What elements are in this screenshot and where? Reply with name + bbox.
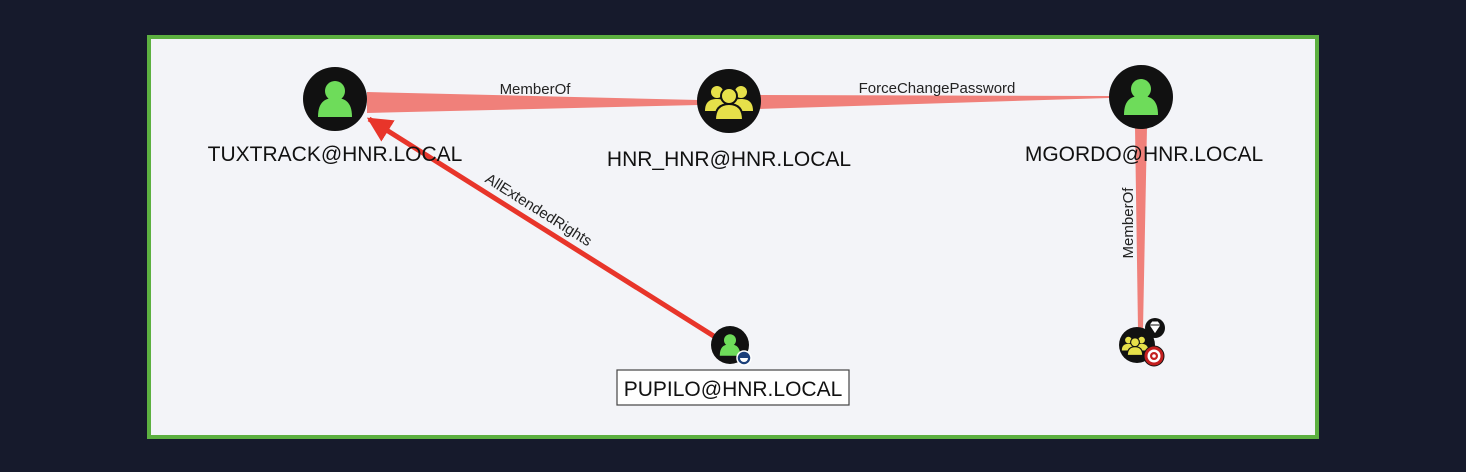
- edge-label-allextendedrights: AllExtendedRights: [482, 170, 595, 250]
- target-icon: [1143, 345, 1165, 367]
- node-tuxtrack[interactable]: TUXTRACK@HNR.LOCAL: [208, 67, 463, 166]
- node-label-box: [616, 369, 850, 406]
- node-label-tuxtrack: TUXTRACK@HNR.LOCAL: [208, 143, 463, 166]
- edge-label-memberof-vertical: MemberOf: [1120, 187, 1137, 259]
- owned-badge-icon: [736, 350, 752, 366]
- group-icon: [705, 86, 753, 121]
- edge-label-memberof: MemberOf: [500, 81, 572, 98]
- edge-memberof-hnr-to-tuxtrack[interactable]: MemberOf: [367, 81, 699, 113]
- edge-forcechangepassword-mgordo-to-hnr[interactable]: ForceChangePassword: [759, 80, 1109, 109]
- node-mgordo[interactable]: MGORDO@HNR.LOCAL: [1025, 65, 1263, 166]
- diamond-icon: [1145, 318, 1165, 338]
- edge-memberof-target-to-mgordo[interactable]: MemberOf: [1120, 127, 1147, 329]
- node-hnr-hnr[interactable]: HNR_HNR@HNR.LOCAL: [607, 69, 851, 171]
- group-icon: [1121, 336, 1149, 357]
- node-label-pupilo: PUPILO@HNR.LOCAL: [624, 378, 843, 401]
- user-icon: [719, 334, 741, 356]
- node-label-hnr-hnr: HNR_HNR@HNR.LOCAL: [607, 148, 851, 171]
- attack-path-graph[interactable]: MemberOf ForceChangePassword MemberOf Al…: [151, 39, 1315, 435]
- graph-panel[interactable]: MemberOf ForceChangePassword MemberOf Al…: [147, 35, 1319, 439]
- edge-label-forcechangepassword: ForceChangePassword: [859, 80, 1016, 97]
- node-target-group[interactable]: [1119, 318, 1165, 367]
- user-icon: [318, 81, 352, 117]
- node-label-mgordo: MGORDO@HNR.LOCAL: [1025, 143, 1263, 166]
- user-icon: [1124, 79, 1158, 115]
- node-pupilo[interactable]: PUPILO@HNR.LOCAL: [616, 326, 850, 406]
